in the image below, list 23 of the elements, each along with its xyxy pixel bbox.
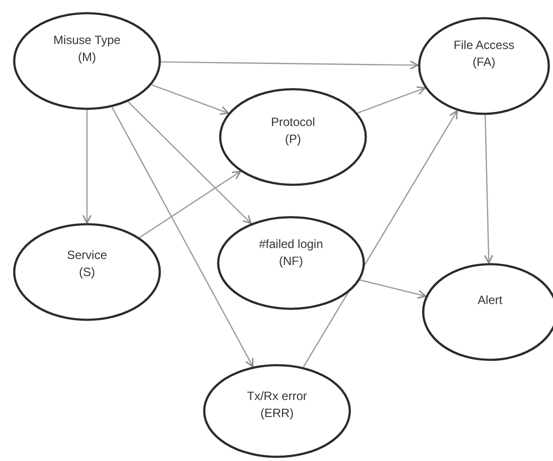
arrow	[357, 86, 426, 114]
ellipse-node	[418, 17, 550, 115]
arrow	[139, 170, 242, 238]
arrow	[484, 114, 494, 264]
arrow	[82, 110, 92, 224]
arrow	[302, 110, 458, 368]
node-label: File Access (FA)	[452, 37, 516, 71]
node-label: Misuse Type (M)	[52, 32, 122, 66]
arrow	[360, 279, 426, 299]
arrow	[160, 60, 419, 70]
ellipse-node	[219, 88, 367, 186]
node-label: Protocol (P)	[270, 114, 316, 148]
arrow	[151, 84, 230, 115]
node-label: #failed login (NF)	[258, 236, 324, 270]
ellipse-node	[13, 12, 161, 110]
arrow	[128, 101, 252, 224]
node-label: Service (S)	[66, 247, 108, 281]
arrow	[112, 106, 254, 368]
ellipse-node	[217, 216, 365, 310]
ellipse-node	[203, 364, 351, 458]
ellipse-node	[13, 223, 161, 321]
node-label: Alert	[476, 292, 504, 308]
node-label: Tx/Rx error (ERR)	[246, 388, 308, 422]
